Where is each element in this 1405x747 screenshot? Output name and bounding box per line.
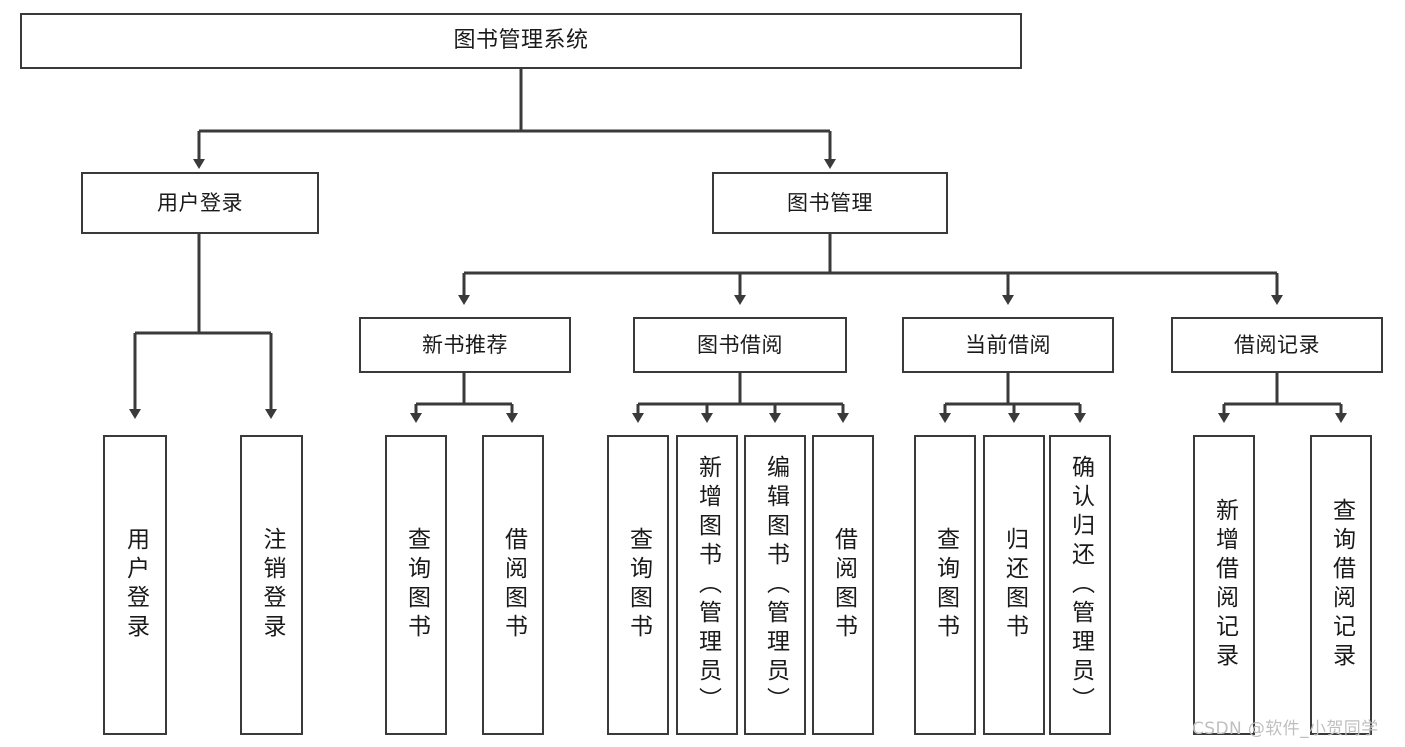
node-label: 新书推荐: [422, 332, 508, 357]
node-label: 图书管理系统: [453, 28, 589, 54]
leaf-add-borrow-record[interactable]: 新增借阅记录: [1193, 435, 1255, 735]
node-label: 用户登录: [122, 527, 149, 643]
leaf-user-login[interactable]: 用户登录: [103, 435, 167, 735]
leaf-query-book-current[interactable]: 查询图书: [914, 435, 976, 735]
node-new-book-recommend[interactable]: 新书推荐: [359, 317, 571, 373]
node-label: 查询图书: [932, 527, 959, 643]
node-label: 图书借阅: [697, 332, 783, 357]
node-book-management[interactable]: 图书管理: [712, 172, 948, 234]
node-label: 确认归还（管理员）: [1067, 454, 1094, 716]
node-label: 用户登录: [157, 190, 243, 215]
leaf-borrow-book-borrow[interactable]: 借阅图书: [812, 435, 874, 735]
node-label: 当前借阅: [965, 332, 1051, 357]
node-label: 编辑图书（管理员）: [762, 454, 789, 716]
leaf-add-book-admin[interactable]: 新增图书（管理员）: [676, 435, 738, 735]
node-user-login[interactable]: 用户登录: [81, 172, 319, 234]
node-label: 查询借阅记录: [1328, 498, 1355, 672]
csdn-watermark: CSDN @软件_小贺同学: [1192, 719, 1379, 739]
leaf-borrow-book-recommend[interactable]: 借阅图书: [482, 435, 544, 735]
node-label: 借阅图书: [500, 527, 527, 643]
node-label: 查询图书: [625, 527, 652, 643]
node-root-book-management-system[interactable]: 图书管理系统: [20, 13, 1022, 69]
leaf-query-book-recommend[interactable]: 查询图书: [385, 435, 447, 735]
node-label: 借阅记录: [1234, 332, 1320, 357]
node-label: 注销登录: [259, 527, 285, 643]
node-borrow-record[interactable]: 借阅记录: [1171, 317, 1383, 373]
node-label: 新增图书（管理员）: [694, 454, 721, 716]
leaf-edit-book-admin[interactable]: 编辑图书（管理员）: [744, 435, 806, 735]
node-label: 图书管理: [787, 190, 873, 215]
node-current-borrow[interactable]: 当前借阅: [902, 317, 1114, 373]
leaf-query-book-borrow[interactable]: 查询图书: [607, 435, 669, 735]
leaf-logout-login[interactable]: 注销登录: [240, 435, 303, 735]
node-label: 新增借阅记录: [1211, 498, 1238, 672]
node-label: 借阅图书: [830, 527, 857, 643]
leaf-return-book[interactable]: 归还图书: [983, 435, 1045, 735]
leaf-confirm-return-admin[interactable]: 确认归还（管理员）: [1049, 435, 1111, 735]
leaf-query-borrow-record[interactable]: 查询借阅记录: [1310, 435, 1372, 735]
node-book-borrow[interactable]: 图书借阅: [633, 317, 847, 373]
node-label: 归还图书: [1001, 527, 1028, 643]
node-label: 查询图书: [403, 527, 430, 643]
